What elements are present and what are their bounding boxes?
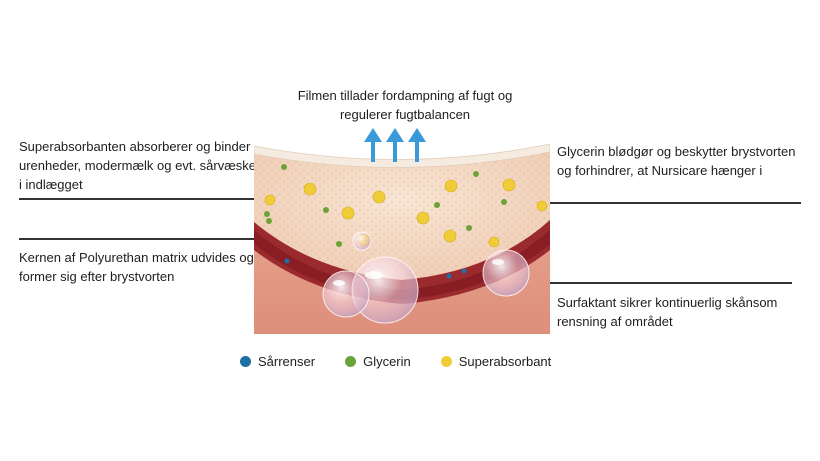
cleanser-dot-icon (240, 356, 251, 367)
cross-section-illustration (254, 128, 550, 334)
legend-item-glycerin: Glycerin (345, 354, 411, 369)
glycerin-particles (264, 164, 507, 247)
leader-line-superabsorbant (19, 198, 271, 200)
film-layer (254, 143, 550, 168)
label-glycerin: Glycerin blødgør og beskytter brystvorte… (557, 144, 796, 178)
legend-label-superabsorbant: Superabsorbant (458, 354, 552, 369)
evaporation-arrows (364, 128, 426, 162)
glycerin-dot-icon (345, 356, 357, 367)
label-core: Kernen af Polyurethan matrix udvides og … (19, 250, 254, 284)
legend-item-cleanser: Sårrenser (240, 354, 315, 369)
legend: Sårrenser Glycerin Superabsorbant (240, 354, 551, 369)
superabsorbant-dot-icon (440, 356, 452, 367)
label-surfactant: Surfaktant sikrer kontinuerlig skånsom r… (557, 295, 778, 329)
legend-label-cleanser: Sårrenser (258, 354, 316, 369)
legend-item-superabsorbant: Superabsorbant (440, 354, 552, 369)
top-caption: Filmen tillader fordampning af fugt og r… (297, 88, 513, 122)
leader-line-glycerin (505, 202, 801, 204)
leader-line-surfactant (516, 282, 792, 284)
label-superabsorbant: Superabsorbanten absorberer og binder ur… (19, 139, 256, 192)
legend-label-glycerin: Glycerin (363, 354, 411, 369)
leader-line-core (19, 238, 289, 240)
superabsorbant-particles (264, 178, 548, 248)
